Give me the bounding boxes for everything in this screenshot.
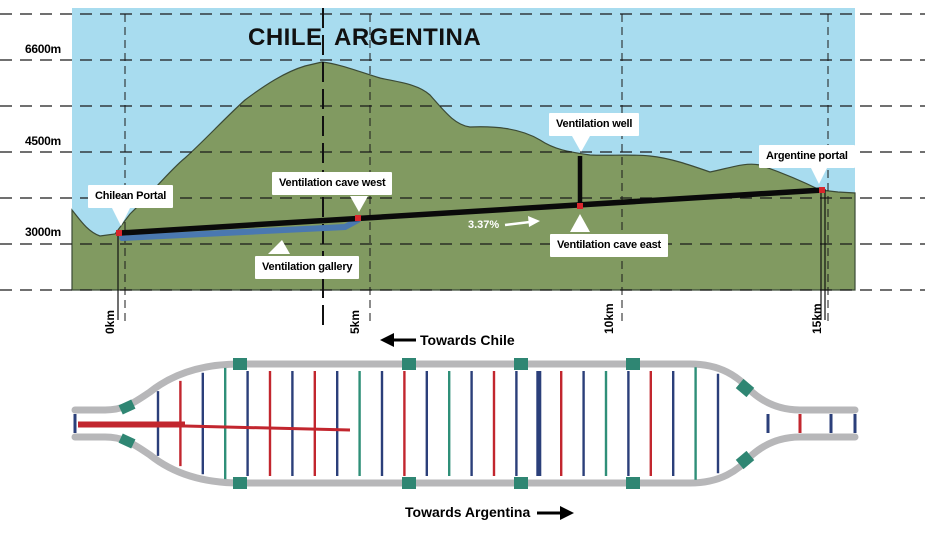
altitude-label-6600: 6600m: [25, 42, 61, 56]
tube-outlines: [71, 360, 859, 487]
ventilation-gallery-line: [119, 217, 361, 241]
gradient-label: 3.37%: [468, 219, 500, 231]
main-tunnel-line: [119, 187, 824, 236]
ventilation-cave-west-marker: [355, 215, 361, 221]
callout-pointer-cave-west: [350, 196, 368, 212]
callout-argentine-portal: Argentine portal: [759, 145, 855, 168]
callout-pointer-cave-east: [570, 214, 590, 232]
callout-ventilation-gallery: Ventilation gallery: [255, 256, 360, 279]
km-label-0: 0km: [103, 309, 117, 334]
towards-chile-label: Towards Chile: [420, 332, 515, 348]
argentine-portal-marker: [819, 187, 825, 193]
towards-chile-arrow: [380, 333, 416, 347]
portal-ends: [73, 414, 857, 433]
callout-pointer-chilean-portal: [112, 208, 130, 226]
km-label-5: 5km: [348, 309, 362, 334]
callout-chilean-portal: Chilean Portal: [88, 185, 174, 208]
ventilation-blocks: [118, 358, 755, 489]
callout-ventilation-cave-west: Ventilation cave west: [272, 172, 393, 195]
callout-pointer-argentine-portal: [810, 166, 828, 184]
tunnel-plan-view: [71, 358, 859, 520]
country-label-chile: CHILE: [248, 24, 323, 51]
callout-pointer-gallery: [268, 240, 290, 254]
ventilation-cave-east-marker: [577, 203, 583, 209]
altitude-label-4500: 4500m: [25, 134, 61, 148]
gradient-arrow: [504, 216, 540, 227]
km-tick-lines: [117, 189, 826, 320]
altitude-label-3000: 3000m: [25, 225, 61, 239]
country-label-argentina: ARGENTINA: [334, 24, 482, 51]
callout-pointer-well: [572, 136, 590, 152]
chile-side-red-branch: [78, 421, 351, 432]
elevation-profile: [0, 8, 925, 347]
callout-ventilation-well: Ventilation well: [549, 113, 640, 136]
km-label-15: 15km: [810, 303, 824, 334]
towards-argentina-label: Towards Argentina: [405, 504, 531, 520]
cross-passages: [156, 367, 720, 480]
km-label-10: 10km: [602, 303, 616, 334]
towards-argentina-arrow: [537, 506, 574, 520]
callout-ventilation-cave-east: Ventilation cave east: [550, 234, 669, 257]
chilean-portal-marker: [116, 230, 122, 236]
